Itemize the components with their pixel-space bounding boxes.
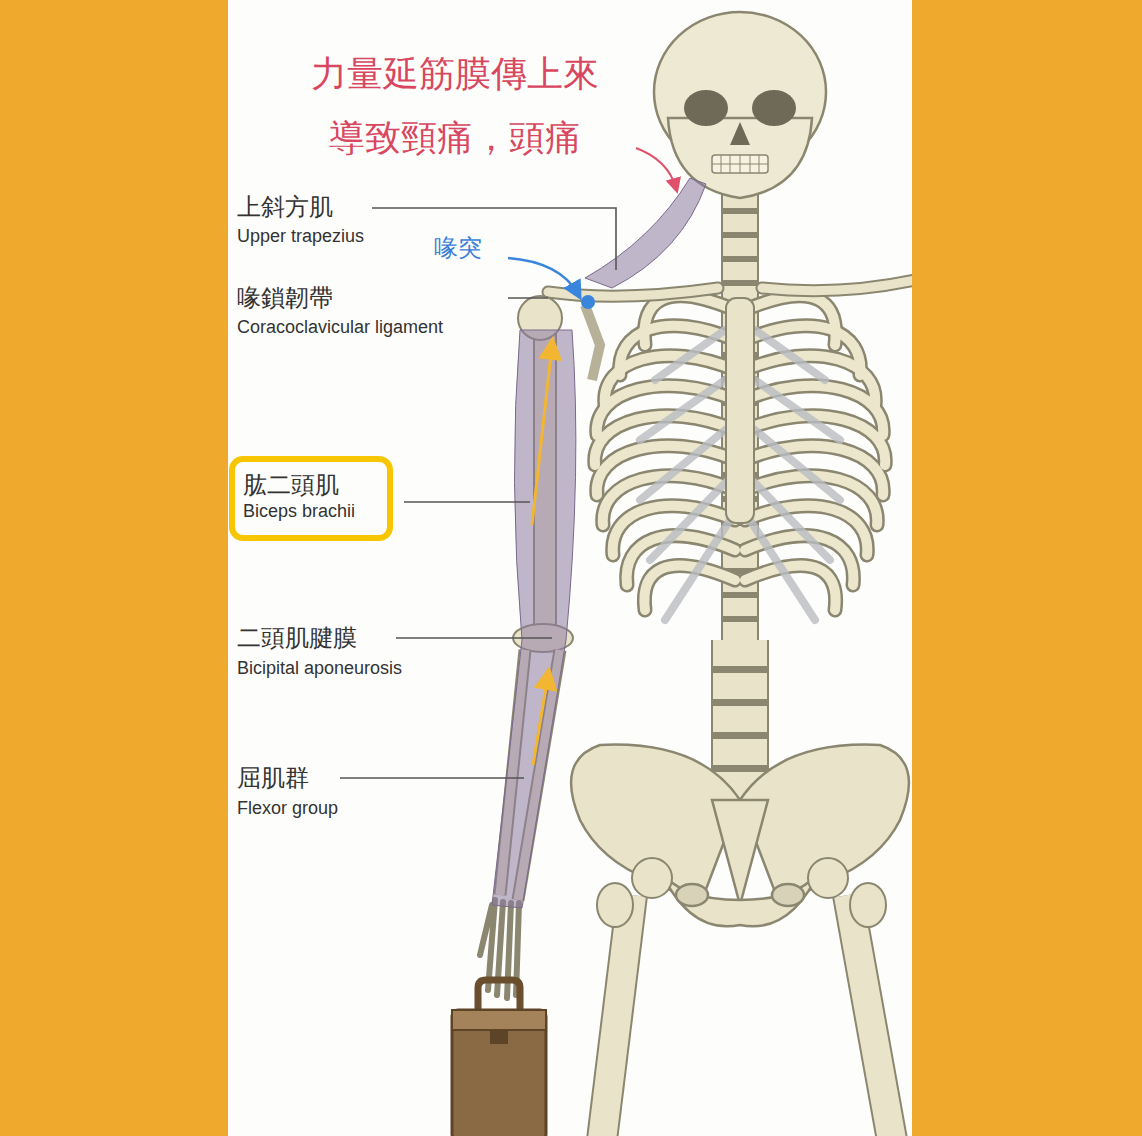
muscle-label-en: Flexor group (237, 798, 338, 820)
femur (632, 858, 672, 898)
force-arrows (508, 148, 676, 765)
muscle-label: 屈肌群 (237, 764, 309, 793)
tendon-label: 二頭肌腱膜 (237, 624, 357, 653)
ligament-label: 喙鎖韌帶 (237, 284, 333, 313)
leader-line (404, 501, 530, 503)
shoulder-girdle (762, 280, 912, 291)
ribcage (595, 296, 885, 610)
pelvis (676, 884, 708, 906)
bone-landmark-label: 喙突 (434, 234, 482, 263)
highlight-box: 肱二頭肌Biceps brachii (229, 456, 393, 541)
panel (228, 0, 912, 1136)
suitcase (478, 980, 520, 1012)
muscle-label-en: Biceps brachii (243, 500, 379, 523)
femur (848, 895, 892, 1136)
shoulder-girdle (548, 280, 912, 380)
force-arrows (636, 148, 676, 188)
ribcage (595, 296, 885, 620)
pelvis (740, 745, 909, 905)
skeleton (452, 12, 912, 1136)
shoulder-girdle (762, 280, 912, 291)
femur (602, 895, 632, 1136)
pelvis (712, 800, 768, 905)
leader-line (396, 637, 552, 639)
muscle (492, 178, 706, 908)
femur (848, 895, 892, 1136)
muscle-label-en: Upper trapezius (237, 226, 364, 248)
pelvis (571, 745, 909, 927)
shoulder-girdle (585, 305, 600, 380)
muscle (585, 178, 706, 288)
suitcase (490, 1030, 508, 1044)
force-arrows (532, 345, 552, 525)
side-band (912, 0, 1142, 1136)
tendon-label-en: Bicipital aponeurosis (237, 658, 402, 680)
femur (808, 858, 848, 898)
suitcase (452, 1010, 546, 1136)
femur (597, 883, 633, 927)
side-band (0, 0, 228, 1136)
force-arrows (533, 675, 548, 765)
suitcase (452, 1010, 546, 1030)
skull (712, 155, 768, 173)
ligament-label-en: Coracoclavicular ligament (237, 317, 443, 339)
skull (684, 90, 728, 126)
annotation-note: 力量延筋膜傳上來 導致頸痛，頭痛 (305, 42, 605, 170)
coracoid-dot (581, 295, 595, 309)
leader-line (508, 297, 548, 299)
ribcage (595, 296, 885, 610)
leader-line (340, 777, 524, 779)
pelvis (660, 870, 820, 926)
femur (850, 883, 886, 927)
force-arrows (508, 258, 578, 294)
ribcage (726, 298, 754, 523)
muscle-label: 肱二頭肌 (243, 469, 379, 500)
pelvis (772, 884, 804, 906)
suitcase (452, 980, 546, 1136)
muscle (492, 330, 576, 908)
femur (602, 895, 632, 1136)
skull (654, 12, 826, 198)
muscle-label: 上斜方肌 (237, 193, 333, 222)
pelvis (571, 745, 740, 905)
leader-line (372, 208, 616, 270)
skull (730, 122, 750, 145)
skull (752, 90, 796, 126)
skull (712, 155, 768, 173)
femur (597, 858, 892, 1136)
leader-line (340, 208, 616, 778)
